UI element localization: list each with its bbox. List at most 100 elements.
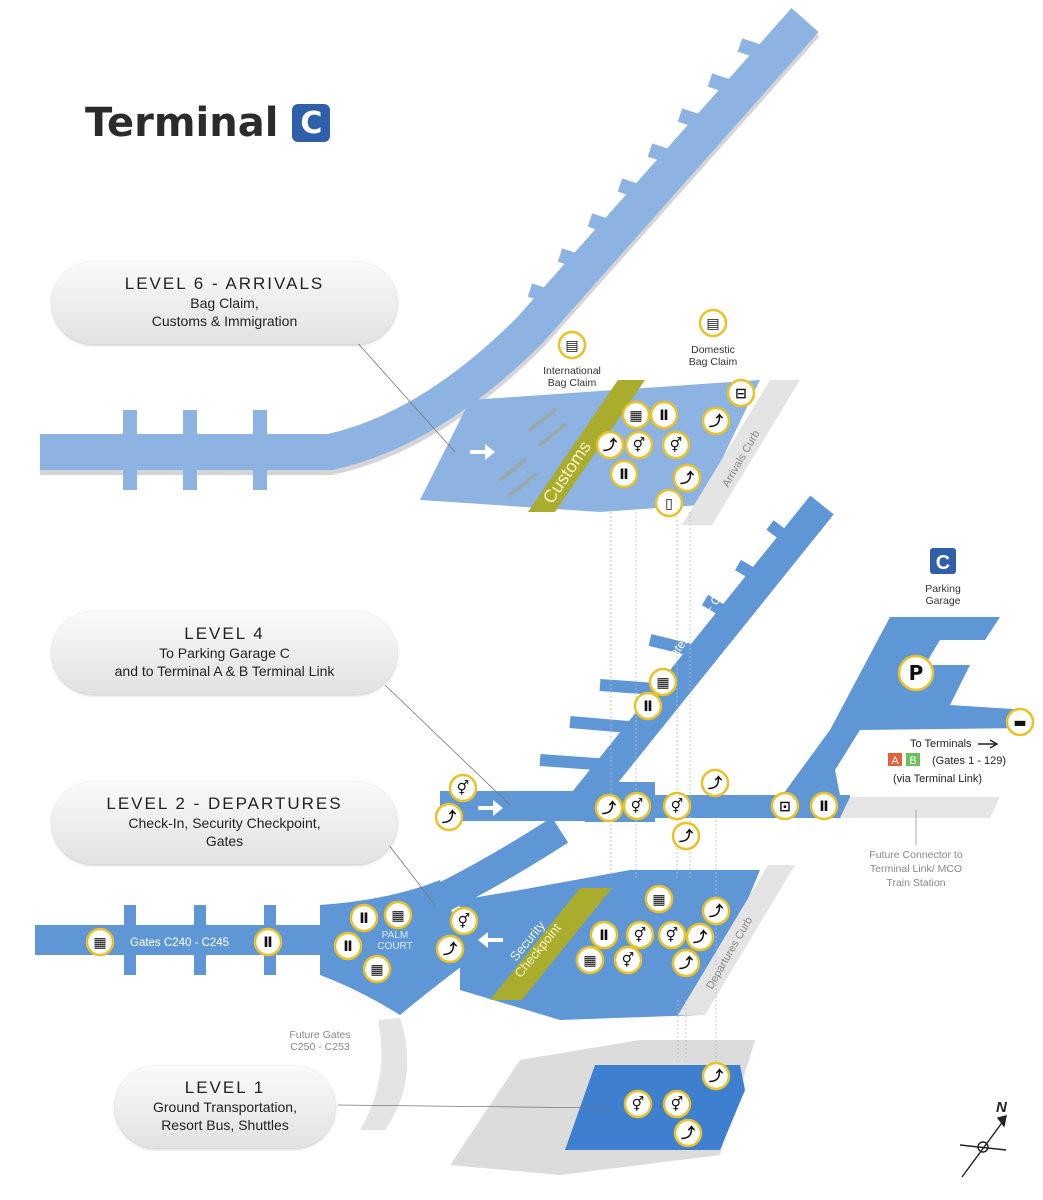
food-icon: Ⅱ [333, 931, 363, 961]
food-icon: Ⅱ [609, 459, 639, 489]
restroom-icon: ⚥ [662, 791, 692, 821]
restroom-icon: ⚥ [657, 920, 687, 950]
svg-text:⚥: ⚥ [631, 798, 644, 815]
level-desc: To Parking Garage C [159, 645, 290, 661]
escalator-icon: ⤴ [701, 896, 731, 926]
escalator-icon: ⤴ [700, 768, 730, 798]
parking-garage-c-badge-text: C [936, 552, 950, 574]
food-icon: Ⅱ [649, 400, 679, 430]
svg-text:⚥: ⚥ [666, 927, 679, 944]
level-6-callout: LEVEL 6 - ARRIVALS Bag Claim, Customs & … [52, 262, 397, 344]
restroom-icon: ⚥ [623, 1089, 653, 1119]
svg-text:▤: ▤ [565, 338, 578, 354]
level-desc: Resort Bus, Shuttles [161, 1117, 289, 1133]
svg-text:⚥: ⚥ [671, 1096, 684, 1113]
svg-text:⤴: ⤴ [709, 413, 724, 430]
svg-text:⚥: ⚥ [633, 437, 646, 454]
gates-c240-c245-label: Gates C240 - C245 [130, 937, 229, 949]
escalator-icon: ⤴ [672, 463, 702, 493]
compass-north-label: N [996, 1099, 1008, 1116]
restroom-icon: ⚥ [448, 773, 478, 803]
svg-text:⤴: ⤴ [680, 470, 695, 487]
shop-icon: ▦ [648, 667, 678, 697]
svg-text:⚥: ⚥ [671, 798, 684, 815]
svg-text:⤴: ⤴ [708, 775, 723, 792]
svg-text:Ⅱ: Ⅱ [599, 928, 608, 944]
svg-text:▦: ▦ [656, 675, 669, 691]
food-icon: Ⅱ [253, 927, 283, 957]
taxi-icon: ⊟ [726, 378, 756, 408]
map-title: Terminal C [85, 100, 331, 146]
escalator-icon: ⤴ [671, 948, 701, 978]
shop-icon: ▦ [85, 927, 115, 957]
atm-icon: ▯ [654, 488, 684, 518]
svg-text:▦: ▦ [370, 962, 383, 978]
svg-text:Ⅱ: Ⅱ [359, 911, 368, 927]
terminal-c-badge: C [292, 104, 331, 142]
vertical-connector-lines [610, 512, 717, 1075]
title-text: Terminal [85, 100, 279, 146]
restroom-icon: ⚥ [661, 430, 691, 460]
to-terminals-label: To Terminals [910, 738, 972, 750]
food-icon: Ⅱ [809, 791, 839, 821]
svg-text:⚥: ⚥ [458, 913, 471, 930]
escalator-icon: ⤴ [673, 1118, 703, 1148]
level-1-callout: LEVEL 1 Ground Transportation, Resort Bu… [115, 1066, 335, 1148]
level-desc: Bag Claim, [190, 295, 259, 311]
escalator-icon: ⤴ [701, 1061, 731, 1091]
train-icon: ▬ [1005, 707, 1035, 737]
level-1-floor [450, 1040, 755, 1175]
baggage-icon: ▤ [557, 330, 587, 360]
svg-text:▤: ▤ [706, 316, 719, 332]
svg-text:Ⅱ: Ⅱ [819, 799, 828, 815]
shop-icon: ▦ [362, 954, 392, 984]
svg-text:⤴: ⤴ [693, 929, 708, 946]
via-terminal-link-label: (via Terminal Link) [893, 773, 982, 785]
terminal-a-badge: A [891, 755, 899, 767]
shop-icon: ▦ [621, 400, 651, 430]
svg-text:▦: ▦ [391, 908, 404, 924]
escalator-icon: ⤴ [435, 934, 465, 964]
shop-icon: ▦ [383, 900, 413, 930]
svg-text:Ⅱ: Ⅱ [263, 935, 272, 951]
svg-text:▦: ▦ [583, 953, 596, 969]
level-desc: Ground Transportation, [153, 1099, 297, 1115]
svg-text:⤴: ⤴ [709, 903, 724, 920]
svg-text:▦: ▦ [93, 935, 106, 951]
food-icon: Ⅱ [349, 903, 379, 933]
svg-text:⊟: ⊟ [735, 386, 747, 402]
shop-icon: ▦ [644, 884, 674, 914]
level-desc: Gates [205, 833, 244, 849]
svg-text:⤴: ⤴ [603, 437, 618, 454]
food-icon: Ⅱ [633, 691, 663, 721]
restroom-icon: ⚥ [662, 1089, 692, 1119]
svg-text:⚥: ⚥ [670, 437, 683, 454]
svg-text:⤴: ⤴ [709, 1068, 724, 1085]
svg-text:⤴: ⤴ [442, 809, 457, 826]
level-heading: LEVEL 4 [184, 624, 265, 643]
level-2-callout: LEVEL 2 - DEPARTURES Check-In, Security … [52, 782, 397, 864]
svg-text:Ⅱ: Ⅱ [659, 408, 668, 424]
parking-icon: P [897, 654, 935, 692]
shop-icon: ▦ [575, 945, 605, 975]
restroom-icon: ⚥ [625, 920, 655, 950]
svg-text:⚥: ⚥ [622, 952, 635, 969]
restroom-icon: ⚥ [622, 791, 652, 821]
svg-text:⚥: ⚥ [632, 1096, 645, 1113]
svg-text:Ⅱ: Ⅱ [619, 467, 628, 483]
svg-text:⤴: ⤴ [681, 1125, 696, 1142]
escalator-icon: ⤴ [671, 821, 701, 851]
svg-text:P: P [909, 661, 924, 685]
svg-text:⚥: ⚥ [457, 780, 470, 797]
escalator-icon: ⤴ [595, 430, 625, 460]
escalator-icon: ⤴ [434, 802, 464, 832]
svg-text:Ⅱ: Ⅱ [343, 939, 352, 955]
escalator-icon: ⤴ [594, 793, 624, 823]
escalator-icon: ⤴ [701, 406, 731, 436]
level-desc: Customs & Immigration [151, 313, 298, 329]
level-desc: and to Terminal A & B Terminal Link [114, 663, 335, 679]
